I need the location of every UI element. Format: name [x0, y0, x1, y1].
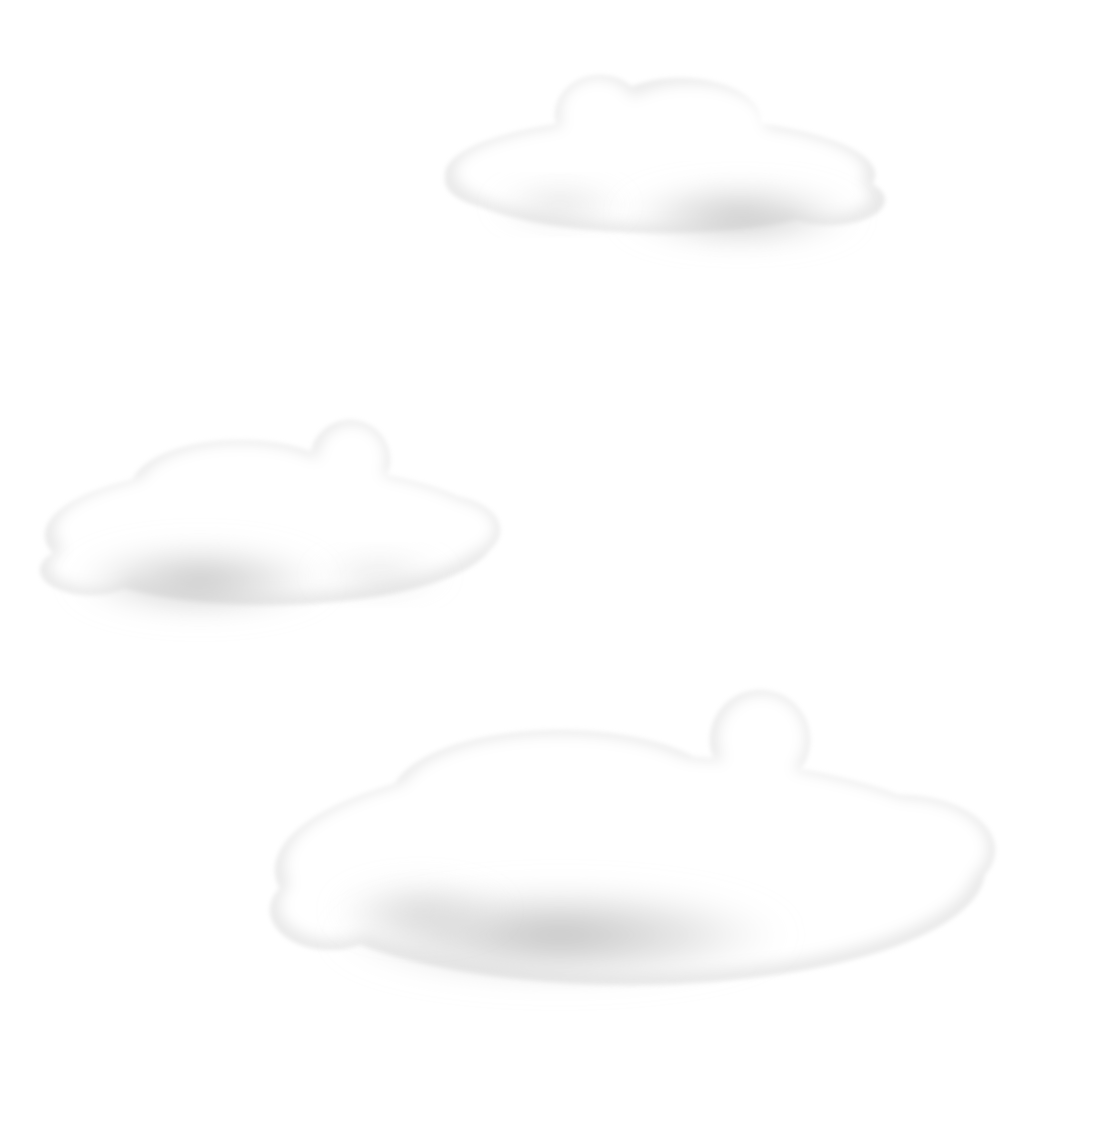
- cloud-bottom-center: [270, 690, 995, 985]
- cloud-middle-left: [40, 420, 500, 615]
- cloud-top-right: [445, 75, 885, 245]
